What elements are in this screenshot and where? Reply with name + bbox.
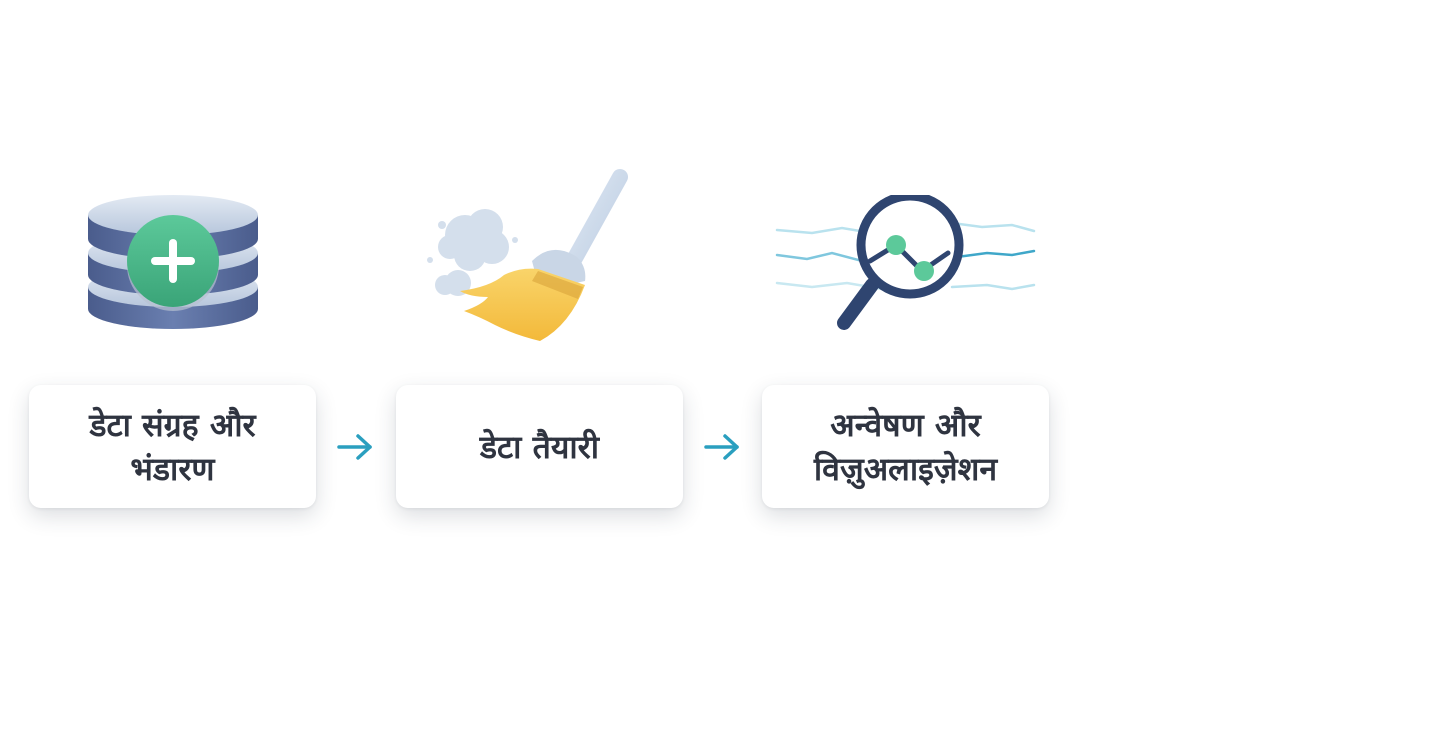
arrow-right-icon	[337, 434, 372, 460]
database-add-icon	[88, 195, 258, 329]
step-label: डेटा तैयारी	[479, 427, 600, 466]
step-card-data-preparation: डेटा तैयारी	[396, 385, 683, 508]
step-card-data-collection: डेटा संग्रह और भंडारण	[29, 385, 316, 508]
step-label: अन्वेषण और विज़ुअलाइज़ेशन	[813, 405, 998, 488]
step-card-exploration-visualization: अन्वेषण और विज़ुअलाइज़ेशन	[762, 385, 1049, 508]
arrow-right-icon	[704, 434, 739, 460]
magnifier-chart-icon	[775, 195, 1036, 330]
step-label: डेटा संग्रह और भंडारण	[89, 405, 256, 488]
broom-icon	[427, 169, 628, 341]
